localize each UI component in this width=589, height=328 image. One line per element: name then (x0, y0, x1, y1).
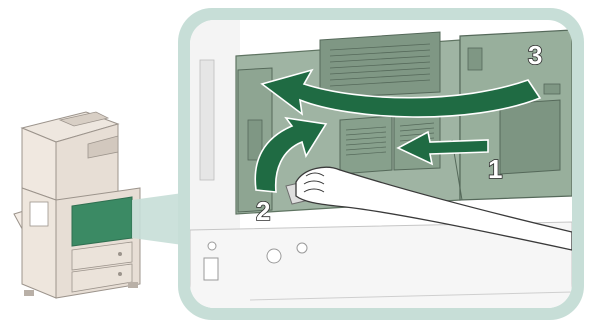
step-3-label: 3 (528, 40, 542, 70)
callout-frame (178, 8, 584, 320)
zoomed-machine-interior (190, 20, 572, 320)
step-1-label: 1 (488, 154, 502, 184)
step-2-label: 2 (256, 196, 270, 226)
printer-overview (14, 112, 140, 298)
highlighted-front-cover (72, 197, 132, 246)
